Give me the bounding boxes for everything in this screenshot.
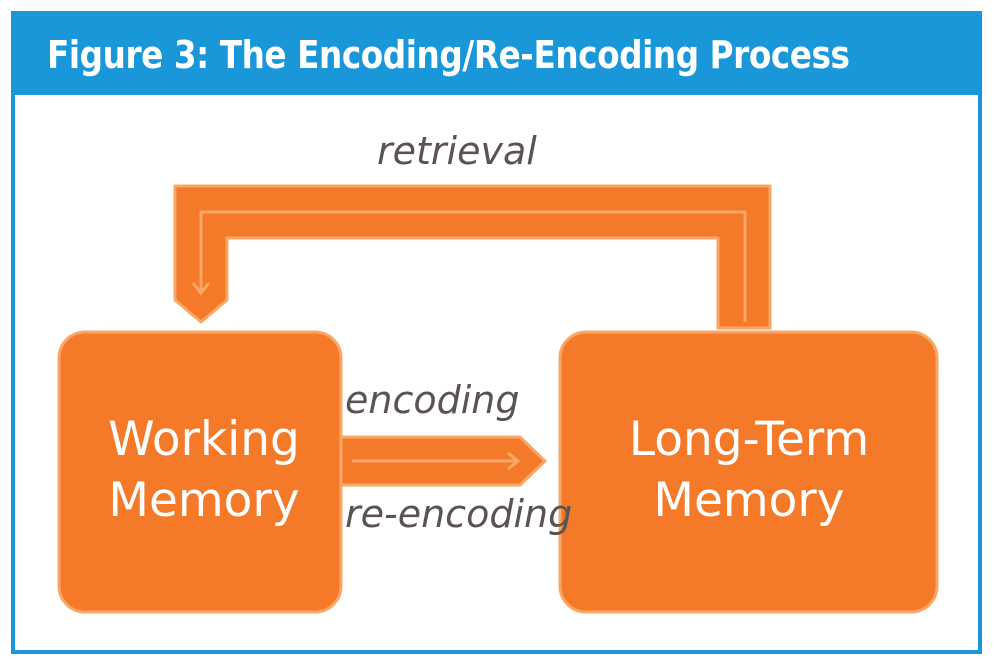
title-bar: Figure 3: The Encoding/Re-Encoding Proce… <box>15 15 978 95</box>
working-memory-label-line1: Working <box>108 412 300 467</box>
encoding-label: encoding <box>345 378 520 422</box>
long-term-memory-label-line1: Long-Term <box>629 412 869 467</box>
figure-title: Figure 3: The Encoding/Re-Encoding Proce… <box>47 33 850 77</box>
working-memory-label-line2: Memory <box>108 473 299 528</box>
retrieval-label: retrieval <box>377 129 537 173</box>
retrieval-arrow <box>173 184 772 330</box>
re-encoding-label: re-encoding <box>345 492 572 536</box>
long-term-memory-label-line2: Memory <box>653 473 844 528</box>
working-memory-box: Working Memory <box>57 330 343 614</box>
encoding-arrow <box>334 435 547 487</box>
long-term-memory-box: Long-Term Memory <box>558 330 939 614</box>
